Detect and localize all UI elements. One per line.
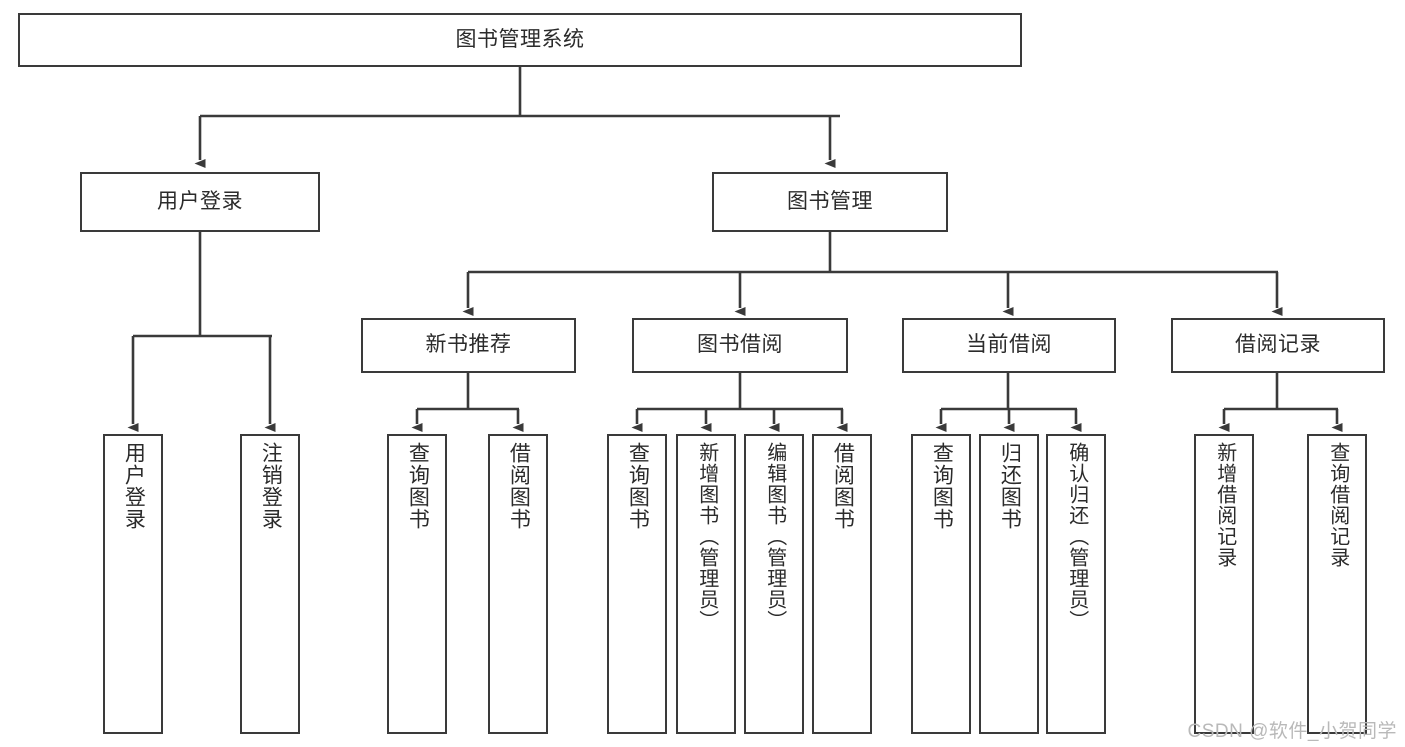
node-leaf-record-add[interactable]: 新增借阅记录 — [1194, 434, 1254, 734]
node-leaf-borrow-borrow-book-label: 借阅图书 — [831, 442, 855, 530]
node-borrow-record[interactable]: 借阅记录 — [1171, 318, 1385, 373]
node-user-login[interactable]: 用户登录 — [80, 172, 320, 232]
node-new-book-recommend-label: 新书推荐 — [425, 333, 512, 357]
node-leaf-borrow-edit-book[interactable]: 编辑图书（管理员） — [744, 434, 804, 734]
node-leaf-current-confirm-return-label: 确认归还（管理员） — [1065, 442, 1088, 631]
node-leaf-record-add-label: 新增借阅记录 — [1213, 442, 1236, 568]
node-leaf-recommend-query-book[interactable]: 查询图书 — [387, 434, 447, 734]
node-leaf-current-return-book[interactable]: 归还图书 — [979, 434, 1039, 734]
node-leaf-recommend-borrow-book[interactable]: 借阅图书 — [488, 434, 548, 734]
node-leaf-current-query-book[interactable]: 查询图书 — [911, 434, 971, 734]
node-leaf-logout-label: 注销登录 — [259, 442, 283, 530]
node-current-borrow[interactable]: 当前借阅 — [902, 318, 1116, 373]
node-book-borrow-label: 图书借阅 — [697, 333, 783, 357]
node-leaf-borrow-add-book-label: 新增图书（管理员） — [695, 442, 718, 631]
node-current-borrow-label: 当前借阅 — [966, 333, 1052, 357]
node-borrow-record-label: 借阅记录 — [1235, 333, 1321, 357]
node-leaf-recommend-borrow-book-label: 借阅图书 — [507, 442, 531, 530]
node-leaf-borrow-add-book[interactable]: 新增图书（管理员） — [676, 434, 736, 734]
node-root-system[interactable]: 图书管理系统 — [18, 13, 1022, 67]
node-leaf-borrow-edit-book-label: 编辑图书（管理员） — [763, 442, 786, 631]
node-book-management-label: 图书管理 — [787, 189, 873, 213]
node-leaf-recommend-query-book-label: 查询图书 — [406, 442, 430, 530]
node-leaf-borrow-query-book[interactable]: 查询图书 — [607, 434, 667, 734]
node-leaf-current-confirm-return[interactable]: 确认归还（管理员） — [1046, 434, 1106, 734]
node-root-system-label: 图书管理系统 — [455, 27, 585, 51]
node-book-borrow[interactable]: 图书借阅 — [632, 318, 848, 373]
node-leaf-logout[interactable]: 注销登录 — [240, 434, 300, 734]
node-leaf-borrow-borrow-book[interactable]: 借阅图书 — [812, 434, 872, 734]
node-leaf-user-login-label: 用户登录 — [122, 442, 146, 530]
node-new-book-recommend[interactable]: 新书推荐 — [361, 318, 576, 373]
watermark-text: CSDN @软件_小贺同学 — [1187, 721, 1397, 742]
node-leaf-record-query-label: 查询借阅记录 — [1326, 442, 1349, 568]
node-leaf-current-return-book-label: 归还图书 — [998, 442, 1022, 530]
node-user-login-label: 用户登录 — [157, 189, 243, 213]
node-leaf-current-query-book-label: 查询图书 — [930, 442, 954, 530]
node-leaf-borrow-query-book-label: 查询图书 — [626, 442, 650, 530]
node-leaf-user-login[interactable]: 用户登录 — [103, 434, 163, 734]
node-leaf-record-query[interactable]: 查询借阅记录 — [1307, 434, 1367, 734]
node-book-management[interactable]: 图书管理 — [712, 172, 948, 232]
